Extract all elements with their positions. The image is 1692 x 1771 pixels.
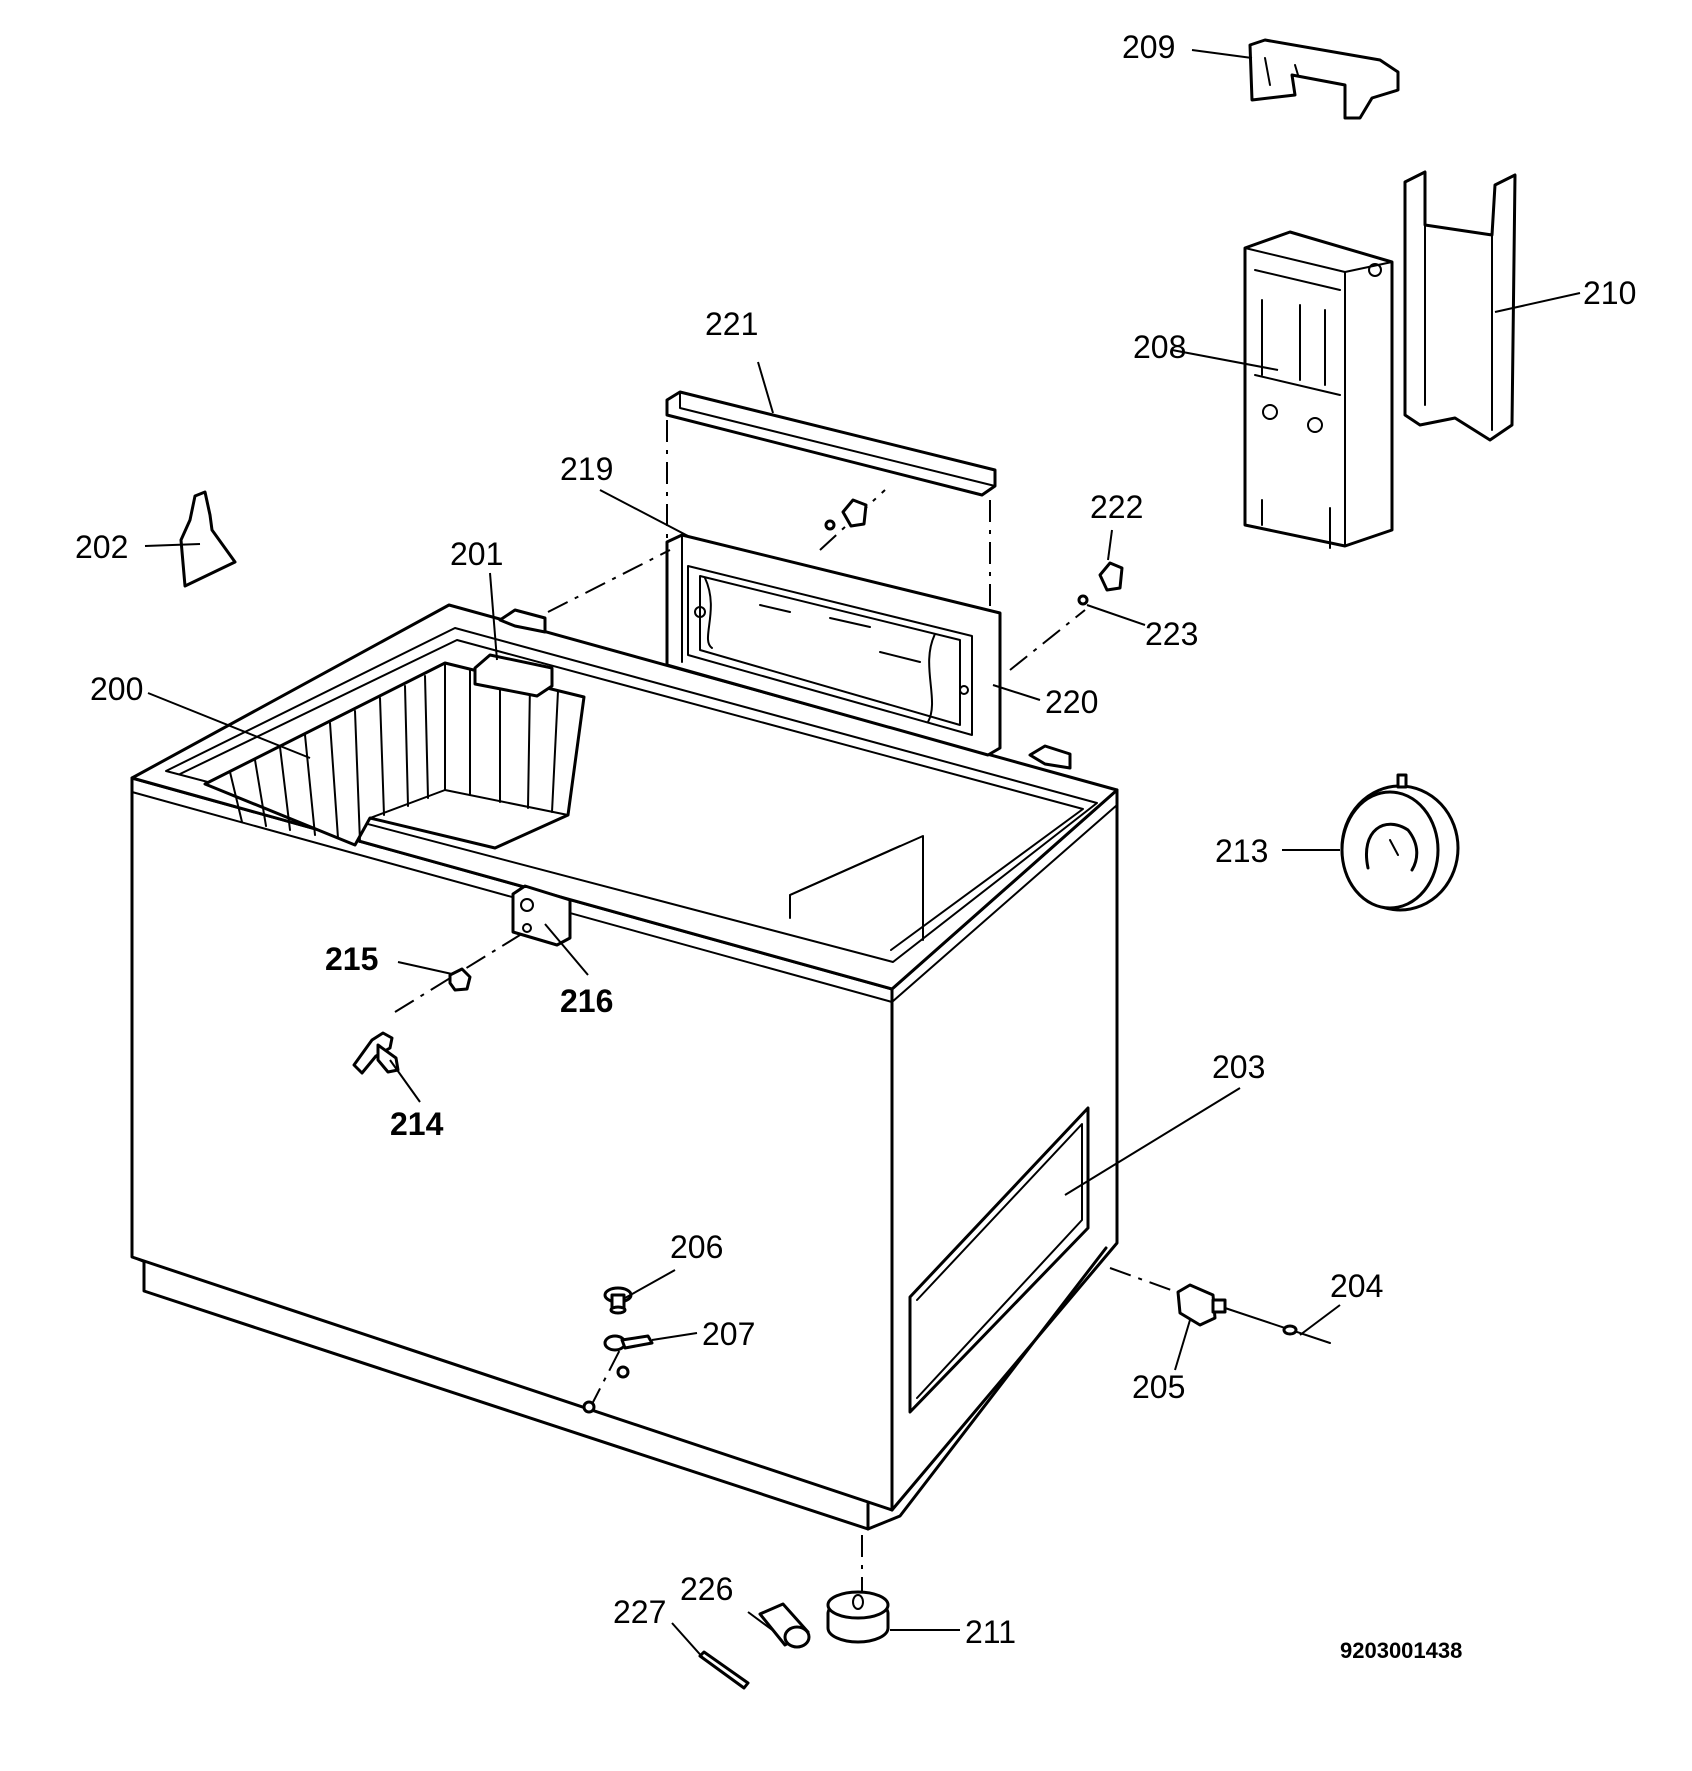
label-213: 213 (1215, 833, 1268, 869)
label-207: 207 (702, 1316, 755, 1352)
leader-lines (144, 49, 1581, 1661)
drain-washer (603, 1334, 654, 1352)
label-219: 219 (560, 451, 613, 487)
roller-axle (698, 1650, 750, 1690)
storage-basket (203, 661, 586, 850)
control-housing (1243, 230, 1394, 549)
label-210: 210 (1583, 275, 1636, 311)
housing-cover (1403, 170, 1517, 442)
label-202: 202 (75, 529, 128, 565)
side-panel (908, 1106, 1090, 1414)
label-201: 201 (450, 536, 503, 572)
scraper (179, 490, 237, 588)
drain-plug (603, 1286, 633, 1315)
label-220: 220 (1045, 684, 1098, 720)
label-206: 206 (670, 1229, 723, 1265)
label-214: 214 (390, 1106, 444, 1142)
lock-plate (511, 884, 572, 947)
thermostat-knob (1340, 773, 1460, 912)
cable (1224, 1307, 1331, 1344)
label-226: 226 (680, 1571, 733, 1607)
label-211: 211 (965, 1614, 1016, 1650)
label-222: 222 (1090, 489, 1143, 525)
hinge-pin (1077, 594, 1089, 606)
lid-trim (665, 390, 997, 497)
label-200: 200 (90, 671, 143, 707)
label-215: 215 (325, 941, 378, 977)
label-221: 221 (705, 306, 758, 342)
label-227: 227 (613, 1594, 666, 1630)
lock-cylinder (448, 967, 472, 992)
label-208: 208 (1133, 329, 1186, 365)
roller (758, 1602, 811, 1649)
housing-cap (1248, 38, 1400, 120)
handle-clip (473, 653, 554, 698)
label-216: 216 (560, 983, 613, 1019)
cable-connector (1176, 1283, 1227, 1327)
label-223: 223 (1145, 616, 1198, 652)
label-205: 205 (1132, 1369, 1185, 1405)
label-203: 203 (1212, 1049, 1265, 1085)
hinge-screw (841, 498, 1124, 592)
lid-frame (665, 533, 1002, 757)
label-209: 209 (1122, 29, 1175, 65)
drawing-code: 9203001438 (1340, 1638, 1462, 1663)
foot (826, 1590, 890, 1644)
label-204: 204 (1330, 1268, 1383, 1304)
